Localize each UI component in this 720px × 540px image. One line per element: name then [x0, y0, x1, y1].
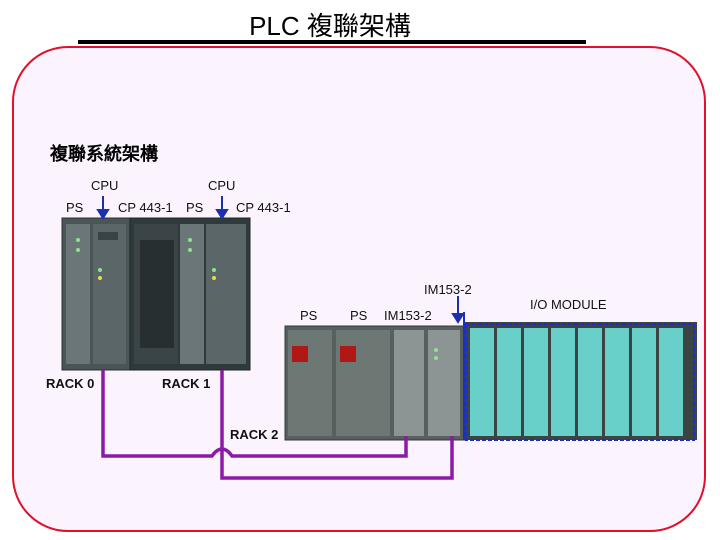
rack-1-hardware: [129, 217, 251, 371]
cpu-label-2: CPU: [208, 178, 236, 193]
rack-0-label: RACK 0: [46, 376, 95, 391]
rack-1-label: RACK 1: [162, 376, 211, 391]
cp-label-2: CP 443-1: [236, 200, 291, 215]
io-module-label: I/O MODULE: [530, 297, 607, 312]
ps-label-2: PS: [186, 200, 204, 215]
ps-label-1: PS: [66, 200, 84, 215]
ps-label-3: PS: [300, 308, 318, 323]
ps-label-4: PS: [350, 308, 368, 323]
io-module-hardware: [463, 312, 697, 441]
section-heading: 複聯系統架構: [50, 144, 158, 165]
cable-lines: [101, 370, 454, 480]
rack-2-label: RACK 2: [230, 427, 279, 442]
page-title: PLC 複聯架構: [249, 11, 411, 41]
im153-mid-label: IM153-2: [384, 308, 432, 323]
rack-2-hardware: [284, 325, 466, 441]
rack-0-hardware: [61, 217, 131, 371]
cpu-label-1: CPU: [91, 178, 119, 193]
cp-label-1: CP 443-1: [118, 200, 173, 215]
title-underline: [78, 40, 586, 44]
im153-top-label: IM153-2: [424, 282, 472, 297]
pointer-arrows: [96, 196, 465, 324]
